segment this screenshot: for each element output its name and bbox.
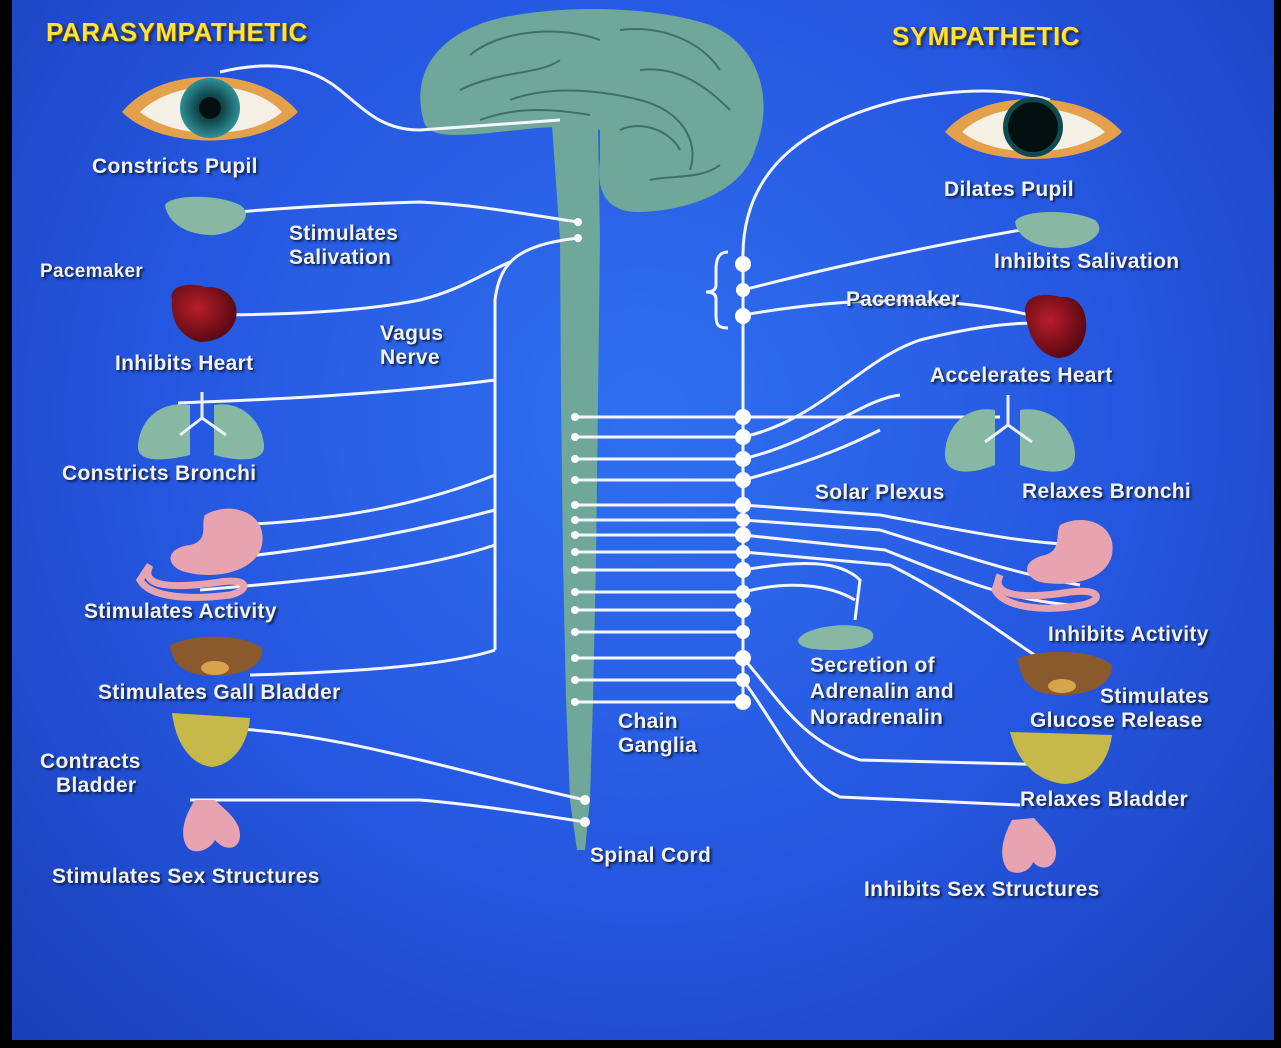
label-adrenal-1: Secretion of [810, 654, 935, 678]
label-contracts-bladder-2: Bladder [56, 774, 136, 798]
bladder-left-icon [172, 713, 250, 767]
adrenal-gland-icon [798, 625, 873, 650]
label-stimulates-sex-structures: Stimulates Sex Structures [52, 865, 320, 889]
sympathetic-title: SYMPATHETIC [892, 21, 1080, 52]
stomach-right-icon [995, 520, 1113, 608]
label-pacemaker-left: Pacemaker [40, 260, 143, 284]
eye-left-icon [122, 77, 298, 141]
label-glucose-2: Glucose Release [1030, 709, 1203, 733]
label-inhibits-heart: Inhibits Heart [115, 352, 253, 376]
label-glucose-1: Stimulates [1100, 685, 1209, 709]
label-relaxes-bronchi: Relaxes Bronchi [1022, 480, 1191, 504]
eye-right-icon [945, 97, 1122, 159]
brace [706, 252, 728, 328]
label-solar-plexus: Solar Plexus [815, 481, 945, 505]
heart-left-icon [172, 285, 237, 342]
bladder-right-icon [1010, 732, 1112, 784]
label-constricts-pupil: Constricts Pupil [92, 155, 258, 179]
label-vagus-1: Vagus [380, 322, 443, 346]
reproductive-right-icon [1002, 818, 1056, 873]
label-dilates-pupil: Dilates Pupil [944, 178, 1074, 202]
label-contracts-bladder-1: Contracts [40, 750, 141, 774]
reproductive-left-icon [183, 800, 240, 851]
label-relaxes-bladder: Relaxes Bladder [1020, 788, 1188, 812]
heart-right-icon [1025, 295, 1086, 358]
label-constricts-bronchi: Constricts Bronchi [62, 462, 256, 486]
label-pacemaker-right: Pacemaker [846, 288, 960, 312]
diagram-panel: PARASYMPATHETIC SYMPATHETIC Constricts P… [12, 0, 1274, 1040]
label-vagus-2: Nerve [380, 346, 440, 370]
lungs-right-icon [945, 395, 1075, 472]
label-stimulates-salivation-1: Stimulates [289, 222, 398, 246]
label-inhibits-activity: Inhibits Activity [1048, 623, 1209, 647]
label-stimulates-activity: Stimulates Activity [84, 600, 277, 624]
label-accelerates-heart: Accelerates Heart [930, 364, 1113, 388]
label-inhibits-salivation: Inhibits Salivation [994, 250, 1179, 274]
label-chain-ganglia-2: Ganglia [618, 734, 697, 758]
salivary-gland-left-icon [165, 197, 246, 235]
liver-right-icon [1018, 652, 1112, 695]
label-chain-ganglia-1: Chain [618, 710, 678, 734]
salivary-gland-right-icon [1015, 212, 1099, 248]
label-adrenal-2: Adrenalin and [810, 680, 954, 704]
label-adrenal-3: Noradrenalin [810, 706, 943, 730]
liver-left-icon [170, 637, 262, 676]
stomach-left-icon [140, 509, 263, 598]
lungs-left-icon [138, 392, 264, 459]
label-stimulates-salivation-2: Salivation [289, 246, 391, 270]
label-spinal-cord: Spinal Cord [590, 844, 711, 868]
spinal-cord [552, 125, 600, 850]
label-stimulates-gall-bladder: Stimulates Gall Bladder [98, 681, 341, 705]
label-inhibits-sex-structures: Inhibits Sex Structures [864, 878, 1100, 902]
parasympathetic-title: PARASYMPATHETIC [46, 17, 308, 48]
